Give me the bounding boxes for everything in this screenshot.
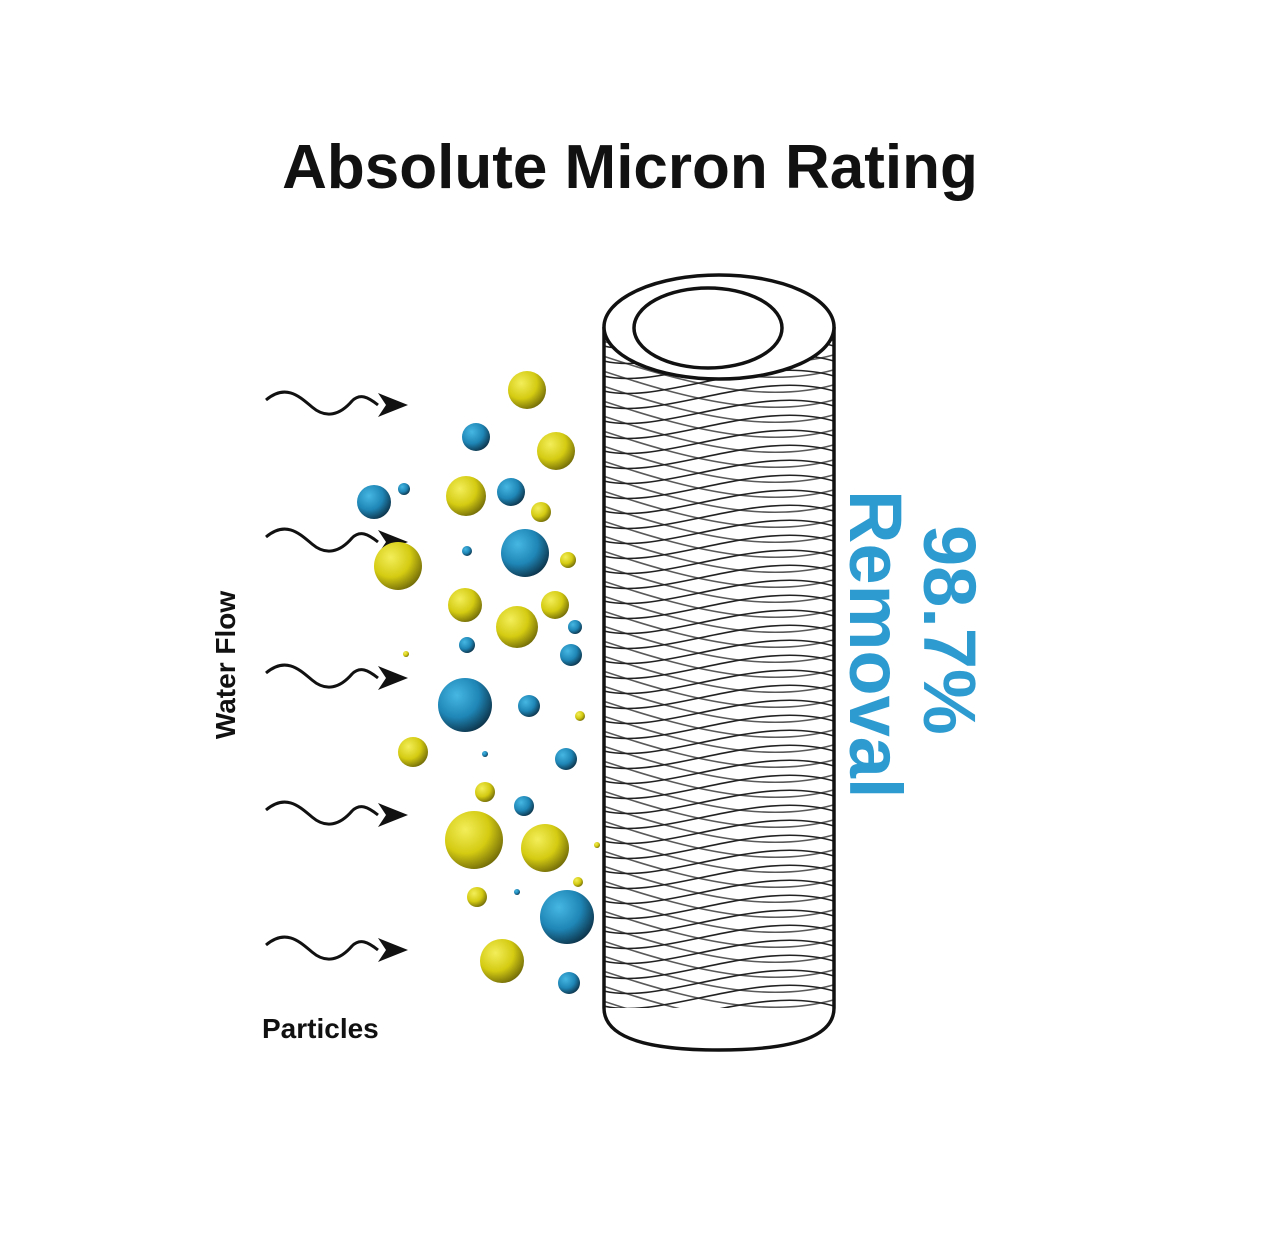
particle-yellow [521,824,569,872]
filter-winding [604,565,834,604]
filter-winding [604,895,834,934]
particle-blue [558,972,580,994]
particle-blue [497,478,525,506]
filter-winding [604,640,834,679]
filter-winding [604,775,834,814]
particle-yellow [537,432,575,470]
filter-winding [604,430,834,469]
diagram-title: Absolute Micron Rating [282,133,978,202]
filter-winding [604,970,834,1008]
filter-winding [604,685,834,724]
filter-winding [604,370,834,409]
filter-winding [604,490,834,529]
filter-winding [719,999,834,1008]
wavy-arrow-icon [265,390,408,417]
filter-winding [604,520,834,559]
filter-winding [604,355,834,394]
particle-blue [540,890,594,944]
filter-winding [604,715,834,754]
particle-blue [514,889,520,895]
particle-yellow [575,711,585,721]
particle-yellow [475,782,495,802]
particle-yellow [560,552,576,568]
filter-winding [604,984,834,1008]
filter-winding [604,415,834,454]
filter-winding [604,850,834,889]
particle-blue [462,423,490,451]
particle-blue [357,485,391,519]
particle-yellow [531,502,551,522]
filter-winding [604,505,834,544]
filter-winding [604,580,834,619]
removal-percent: 98.7% [908,525,991,735]
particle-yellow [541,591,569,619]
wavy-arrow-icon [265,663,408,690]
particle-blue [438,678,492,732]
particle-blue [560,644,582,666]
particle-yellow [573,877,583,887]
filter-winding [604,955,834,994]
filter-winding [604,730,834,769]
particle-yellow [594,842,600,848]
particle-blue [482,751,488,757]
filter-winding [604,745,834,784]
particle-yellow [467,887,487,907]
filter-winding [604,595,834,634]
filter-winding [604,670,834,709]
filter-winding [604,760,834,799]
particle-yellow [496,606,538,648]
filter-winding [604,805,834,844]
filter-winding [604,865,834,904]
removal-word: Removal [834,490,917,798]
filter-winding [604,400,834,439]
wavy-arrow-icon [265,800,408,827]
particle-blue [398,483,410,495]
water-flow-label: Water Flow [210,591,241,740]
filter-winding [604,910,834,949]
particle-blue [518,695,540,717]
filter-winding [604,985,680,1008]
filter-winding [604,700,834,739]
filter-winding [604,925,834,964]
particle-yellow [448,588,482,622]
filter-winding [604,535,834,574]
water-flow-arrows [265,390,408,962]
particle-yellow [398,737,428,767]
particle-yellow [403,651,409,657]
particle-blue [514,796,534,816]
particle-blue [501,529,549,577]
particles-label: Particles [262,1013,379,1044]
filter-cartridge-icon [602,273,836,1052]
filter-winding [604,835,834,874]
particle-blue [568,620,582,634]
particle-blue [555,748,577,770]
wavy-arrow-icon [265,935,408,962]
particle-yellow [508,371,546,409]
filter-winding [604,475,834,514]
removal-callout: 98.7% Removal [834,490,991,798]
filter-winding [604,445,834,484]
filter-winding [604,550,834,589]
filter-winding [604,790,834,829]
particle-blue [459,637,475,653]
particle-yellow [480,939,524,983]
particle-yellow [445,811,503,869]
filter-winding [604,385,834,424]
particle-yellow [374,542,422,590]
filter-winding [604,625,834,664]
filter-winding [604,655,834,694]
filter-winding [604,460,834,499]
filter-winding [604,820,834,859]
particles-group [357,371,600,994]
particle-blue [462,546,472,556]
filter-winding [604,940,834,979]
particle-yellow [446,476,486,516]
filter-winding [604,880,834,919]
filter-winding [604,610,834,649]
